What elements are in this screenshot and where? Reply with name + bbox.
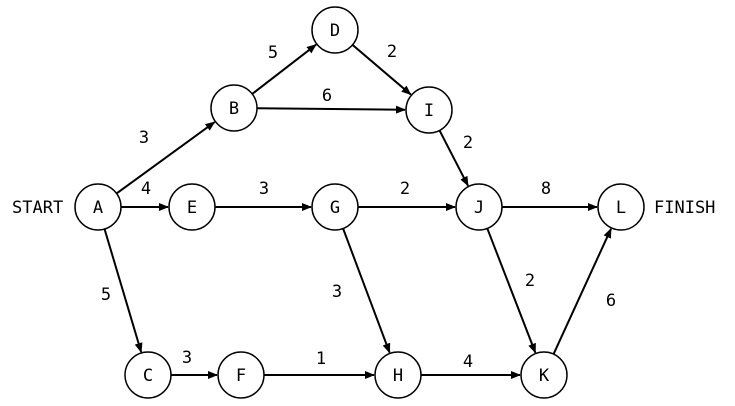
- node-circle: [520, 351, 568, 399]
- node-label: J: [474, 198, 484, 218]
- edges-layer: 3 4 5 5 6 2 2 3 2 3 8 2 3 1 4 6: [101, 42, 616, 379]
- edge-b-d: [251, 43, 317, 95]
- node-circle: [210, 84, 258, 132]
- edge-weight-label: 8: [541, 179, 551, 199]
- node-h: H: [374, 351, 422, 399]
- edge-weight-label: 4: [141, 179, 151, 199]
- edge-weight-label: 2: [387, 42, 397, 62]
- edge-i-j: [438, 129, 469, 187]
- node-label: B: [229, 99, 239, 119]
- node-b: B: [210, 84, 258, 132]
- edge-weight-label: 2: [525, 271, 535, 291]
- edge-weight-label: 6: [606, 291, 616, 311]
- node-circle: [405, 86, 453, 134]
- node-label: E: [187, 198, 197, 218]
- edge-weight-label: 3: [332, 282, 342, 302]
- edge-d-i: [351, 44, 412, 96]
- finish-label: FINISH: [654, 198, 715, 218]
- node-e: E: [168, 183, 216, 231]
- edge-weight-label: 3: [182, 348, 192, 368]
- node-circle: [74, 183, 122, 231]
- node-g: G: [311, 183, 359, 231]
- node-label: L: [616, 198, 626, 218]
- node-i: I: [405, 86, 453, 134]
- node-label: H: [393, 366, 403, 386]
- edge-g-h: [342, 228, 391, 354]
- edge-weight-label: 5: [268, 43, 278, 63]
- edge-weight-label: 3: [259, 179, 269, 199]
- node-label: F: [236, 366, 246, 386]
- node-circle: [597, 183, 645, 231]
- nodes-layer: A B C D E F G H I J K L: [74, 6, 645, 399]
- node-k: K: [520, 351, 568, 399]
- node-label: K: [539, 366, 550, 386]
- edge-weight-label: 5: [101, 285, 111, 305]
- edge-a-b: [116, 121, 216, 195]
- node-f: F: [217, 351, 265, 399]
- node-label: I: [424, 101, 434, 121]
- edge-weight-label: 3: [139, 128, 149, 148]
- edge-a-c: [103, 228, 143, 353]
- node-a: A: [74, 183, 122, 231]
- node-circle: [455, 183, 503, 231]
- edge-weight-label: 1: [316, 349, 326, 369]
- node-circle: [124, 351, 172, 399]
- node-label: G: [330, 198, 340, 218]
- edge-k-l: [552, 227, 612, 355]
- edge-j-k: [486, 228, 537, 354]
- edge-weight-label: 4: [463, 352, 473, 372]
- node-circle: [217, 351, 265, 399]
- node-l: L: [597, 183, 645, 231]
- node-label: A: [93, 198, 103, 218]
- node-circle: [311, 183, 359, 231]
- node-label: D: [330, 21, 340, 41]
- node-c: C: [124, 351, 172, 399]
- node-circle: [168, 183, 216, 231]
- node-j: J: [455, 183, 503, 231]
- node-circle: [374, 351, 422, 399]
- node-d: D: [311, 6, 359, 54]
- node-circle: [311, 6, 359, 54]
- edge-b-i: [256, 105, 407, 114]
- edge-weight-label: 6: [322, 86, 332, 106]
- edge-weight-label: 2: [400, 179, 410, 199]
- node-label: C: [143, 366, 153, 386]
- edge-weight-label: 2: [463, 133, 473, 153]
- start-label: START: [12, 198, 63, 218]
